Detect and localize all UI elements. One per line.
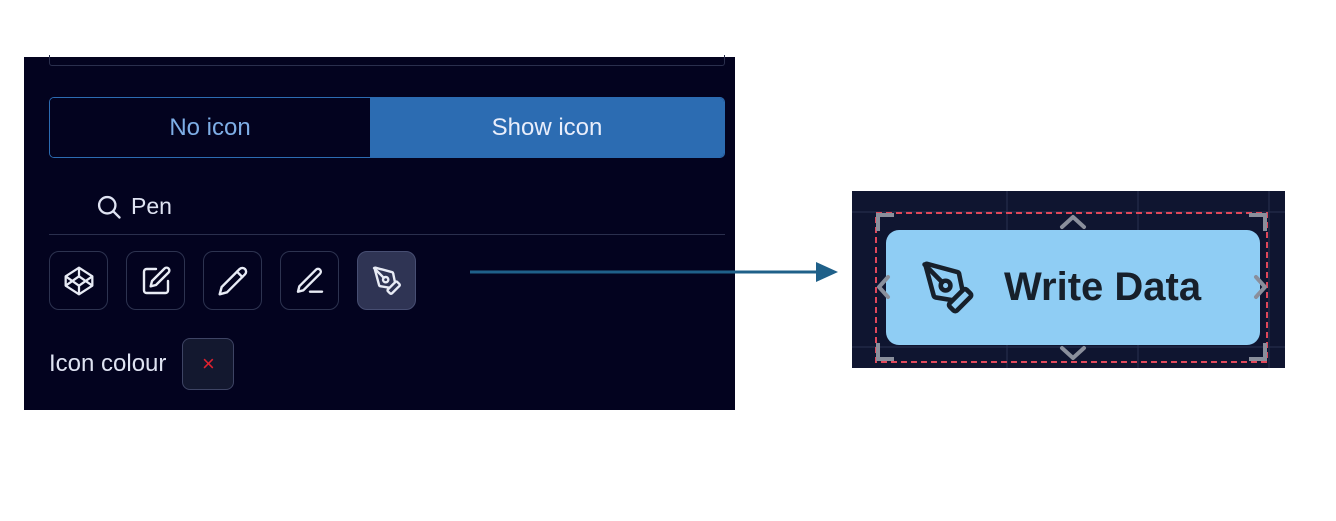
write-data-node[interactable]: Write Data: [886, 230, 1260, 345]
node-label: Write Data: [1004, 265, 1202, 309]
icon-search-field[interactable]: Pen: [49, 179, 725, 235]
chevron-down-icon: [1060, 346, 1086, 360]
pen-line-icon: [296, 267, 323, 293]
resize-corners: [876, 213, 1267, 361]
icon-option-pen-line[interactable]: [280, 251, 339, 310]
selection-outline: [875, 212, 1268, 363]
chevron-right-icon: [1254, 275, 1267, 299]
clear-colour-icon: ×: [201, 351, 215, 376]
icon-option-pencil[interactable]: [203, 251, 262, 310]
icon-colour-swatch[interactable]: ×: [182, 338, 235, 390]
selection-overlay: [875, 212, 1268, 363]
icon-option-edit-square[interactable]: [126, 251, 185, 310]
previous-input-field[interactable]: [49, 55, 725, 66]
chevron-up-icon: [1060, 215, 1086, 229]
search-icon: [97, 195, 121, 219]
icon-mode-toggle: No icon Show icon: [49, 97, 725, 158]
icon-results-grid: [49, 251, 434, 310]
pencil-icon: [217, 266, 247, 296]
edit-square-icon: [142, 265, 171, 294]
pen-tool-icon: [922, 261, 974, 313]
chevron-left-icon: [877, 275, 890, 299]
icon-search-value: Pen: [131, 193, 172, 219]
node-preview-canvas: Write Data: [852, 191, 1285, 368]
codepen-icon: [64, 266, 93, 295]
icon-colour-label: Icon colour: [49, 350, 167, 377]
icon-option-pen-tool[interactable]: [357, 251, 416, 310]
icon-settings-panel: No icon Show icon Pen: [24, 55, 735, 410]
result-arrow: [470, 262, 838, 282]
no-icon-option[interactable]: No icon: [50, 98, 370, 157]
icon-option-codepen[interactable]: [49, 251, 108, 310]
show-icon-option[interactable]: Show icon: [370, 98, 724, 157]
pen-tool-icon: [372, 265, 401, 295]
icon-colour-row: Icon colour ×: [49, 338, 235, 390]
